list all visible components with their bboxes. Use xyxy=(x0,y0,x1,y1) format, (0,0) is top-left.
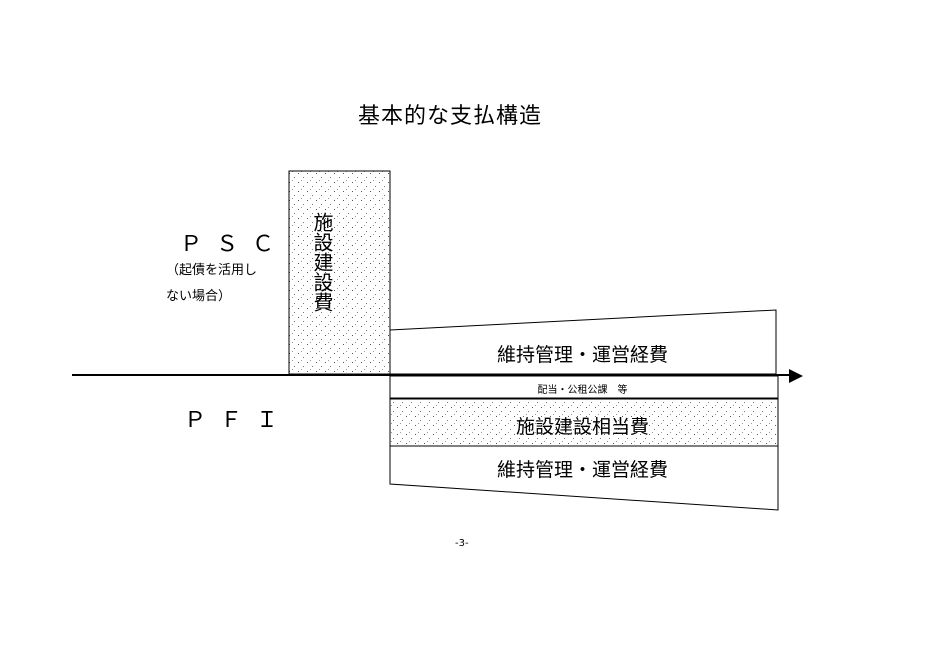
psc-construction-cost-label: 施設建設費 xyxy=(310,212,334,312)
pfi-dividend-tax-label: 配当・公租公課 等 xyxy=(537,385,628,396)
time-axis-arrowhead xyxy=(789,369,803,383)
pfi-construction-equivalent-label: 施設建設相当費 xyxy=(515,416,649,438)
pfi-label: ＰＦＩ xyxy=(184,408,293,433)
pfi-maintenance-band xyxy=(389,445,779,511)
pfi-maintenance-label: 維持管理・運営経費 xyxy=(496,459,668,481)
psc-maintenance-label: 維持管理・運営経費 xyxy=(496,344,668,366)
page-number: -3- xyxy=(455,538,469,549)
pfi-dividend-band xyxy=(389,375,779,399)
psc-note-line1: （起債を活用し xyxy=(166,263,258,278)
psc-construction-box xyxy=(288,170,391,375)
pfi-construction-band xyxy=(389,398,779,447)
psc-note-line2: ない場合） xyxy=(166,289,232,304)
diagram-title: 基本的な支払構造 xyxy=(358,104,543,129)
psc-label: ＰＳＣ xyxy=(180,232,289,257)
